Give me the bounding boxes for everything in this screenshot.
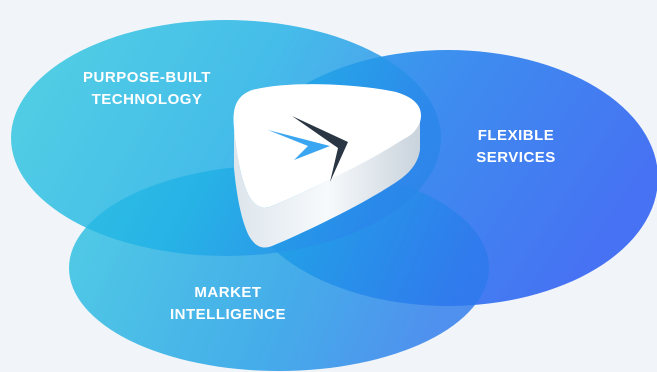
label-line: TECHNOLOGY xyxy=(91,91,203,108)
market-intelligence-label: MARKET INTELLIGENCE xyxy=(128,282,328,326)
label-line: SERVICES xyxy=(476,149,556,166)
flexible-services-label: FLEXIBLE SERVICES xyxy=(436,125,596,169)
label-line: PURPOSE-BUILT xyxy=(83,69,211,86)
label-line: MARKET xyxy=(194,284,262,301)
label-line: INTELLIGENCE xyxy=(169,306,286,323)
center-logo-block xyxy=(233,84,421,248)
purpose-built-technology-label: PURPOSE-BUILT TECHNOLOGY xyxy=(52,67,242,111)
arrow-chevron-logo-icon xyxy=(268,116,348,182)
label-line: FLEXIBLE xyxy=(477,127,555,144)
